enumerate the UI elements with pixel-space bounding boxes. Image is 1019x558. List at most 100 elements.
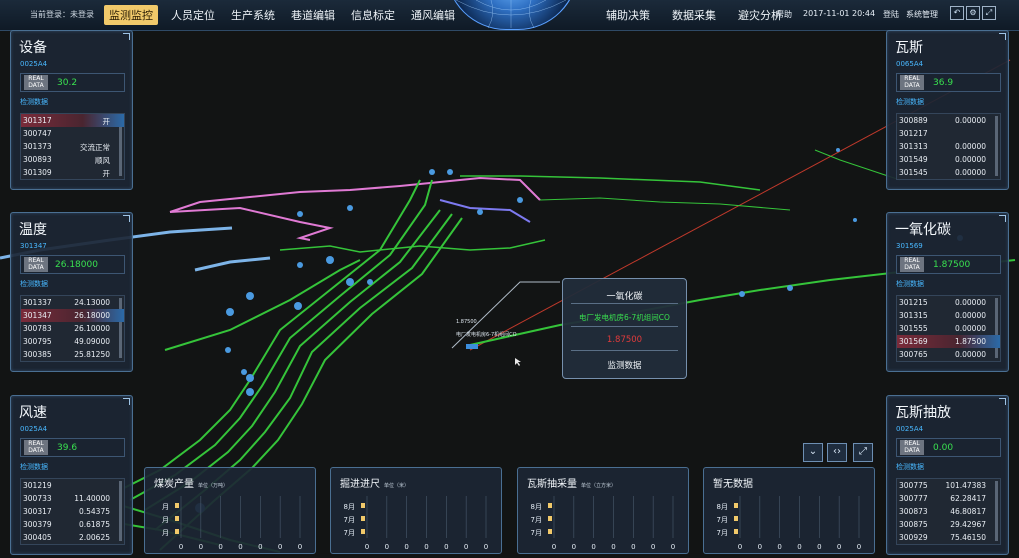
- bar[interactable]: [361, 529, 365, 534]
- scrollbar[interactable]: [995, 298, 998, 358]
- x-tick-label: 0: [758, 543, 762, 551]
- popup-location: 电厂发电机房6-7机组间CO: [579, 313, 670, 322]
- row-id: 301317: [23, 116, 52, 125]
- y-category-label: 7月: [531, 516, 542, 524]
- popup-value: 1.87500: [606, 335, 643, 345]
- row-value: 顺风: [95, 156, 110, 165]
- scrollbar[interactable]: [119, 116, 122, 176]
- bar[interactable]: [548, 516, 552, 521]
- nav-info-calibration[interactable]: 信息标定: [351, 9, 395, 22]
- real-data-box: REAL DATA 30.2: [20, 73, 125, 92]
- bar[interactable]: [175, 529, 179, 534]
- popup-monitor-data-link[interactable]: 监测数据: [607, 361, 642, 371]
- x-tick-label: 0: [218, 543, 222, 551]
- table-row[interactable]: 301217: [897, 127, 1000, 140]
- x-tick-label: 0: [738, 543, 742, 551]
- nav-evacuation-analysis[interactable]: 避灾分析: [738, 9, 782, 22]
- nav-ventilation-edit[interactable]: 通风编辑: [411, 9, 455, 22]
- expand-arrows-icon[interactable]: ‹›: [827, 443, 847, 462]
- y-category-label: 8月: [344, 503, 355, 511]
- detect-data-link[interactable]: 检测数据: [896, 463, 924, 471]
- nav-roadway-edit[interactable]: 巷道编辑: [291, 9, 335, 22]
- real-data-value: 1.87500: [933, 260, 971, 270]
- nav-personnel-positioning[interactable]: 人员定位: [171, 9, 215, 22]
- bar[interactable]: [361, 503, 365, 508]
- fullscreen-icon[interactable]: ⤢: [853, 443, 873, 462]
- y-category-label: 8月: [717, 503, 728, 511]
- detect-data-link[interactable]: 检测数据: [896, 280, 924, 288]
- table-row[interactable]: 300747: [21, 127, 124, 140]
- bar[interactable]: [548, 503, 552, 508]
- help-link[interactable]: 帮助: [776, 10, 792, 19]
- chart-title: 瓦斯抽采量: [527, 479, 577, 490]
- bar[interactable]: [175, 503, 179, 508]
- nav-production-system[interactable]: 生产系统: [231, 9, 275, 22]
- scrollbar[interactable]: [119, 298, 122, 358]
- row-value: 62.28417: [950, 494, 986, 503]
- real-data-box: REAL DATA 26.18000: [20, 255, 125, 274]
- row-id: 301549: [899, 155, 928, 164]
- row-id: 301215: [899, 298, 928, 307]
- nav-data-collection[interactable]: 数据采集: [672, 9, 716, 22]
- divider: [571, 303, 678, 304]
- popup-title: 一氧化碳: [606, 292, 643, 302]
- bar[interactable]: [734, 516, 738, 521]
- fullscreen-toggle-icon[interactable]: ⤢: [982, 6, 996, 20]
- system-admin-link[interactable]: 系统管理: [906, 10, 938, 19]
- detect-data-link[interactable]: 检测数据: [20, 463, 48, 471]
- row-value: 0.61875: [78, 520, 110, 529]
- scrollbar[interactable]: [119, 481, 122, 541]
- settings-icon[interactable]: ⚙: [966, 6, 980, 20]
- nav-monitoring[interactable]: 监测监控: [104, 5, 158, 25]
- scrollbar[interactable]: [995, 116, 998, 176]
- y-category-label: 月: [162, 516, 169, 524]
- sensor-id: 301569: [896, 242, 923, 250]
- sensor-id: 301347: [20, 242, 47, 250]
- detect-data-link[interactable]: 检测数据: [20, 280, 48, 288]
- back-icon[interactable]: ↶: [950, 6, 964, 20]
- corner-decoration-icon: [123, 33, 130, 40]
- bar[interactable]: [734, 529, 738, 534]
- detect-data-link[interactable]: 检测数据: [20, 98, 48, 106]
- login-link[interactable]: 登陆: [883, 10, 899, 19]
- bar[interactable]: [175, 516, 179, 521]
- nav-decision-support[interactable]: 辅助决策: [606, 9, 650, 22]
- bar[interactable]: [361, 516, 365, 521]
- detect-data-link[interactable]: 检测数据: [896, 98, 924, 106]
- chevron-down-icon[interactable]: ⌄: [803, 443, 823, 462]
- table-row[interactable]: 301219: [21, 479, 124, 492]
- scrollbar[interactable]: [995, 481, 998, 541]
- x-tick-label: 0: [179, 543, 183, 551]
- bar[interactable]: [548, 529, 552, 534]
- bar[interactable]: [734, 503, 738, 508]
